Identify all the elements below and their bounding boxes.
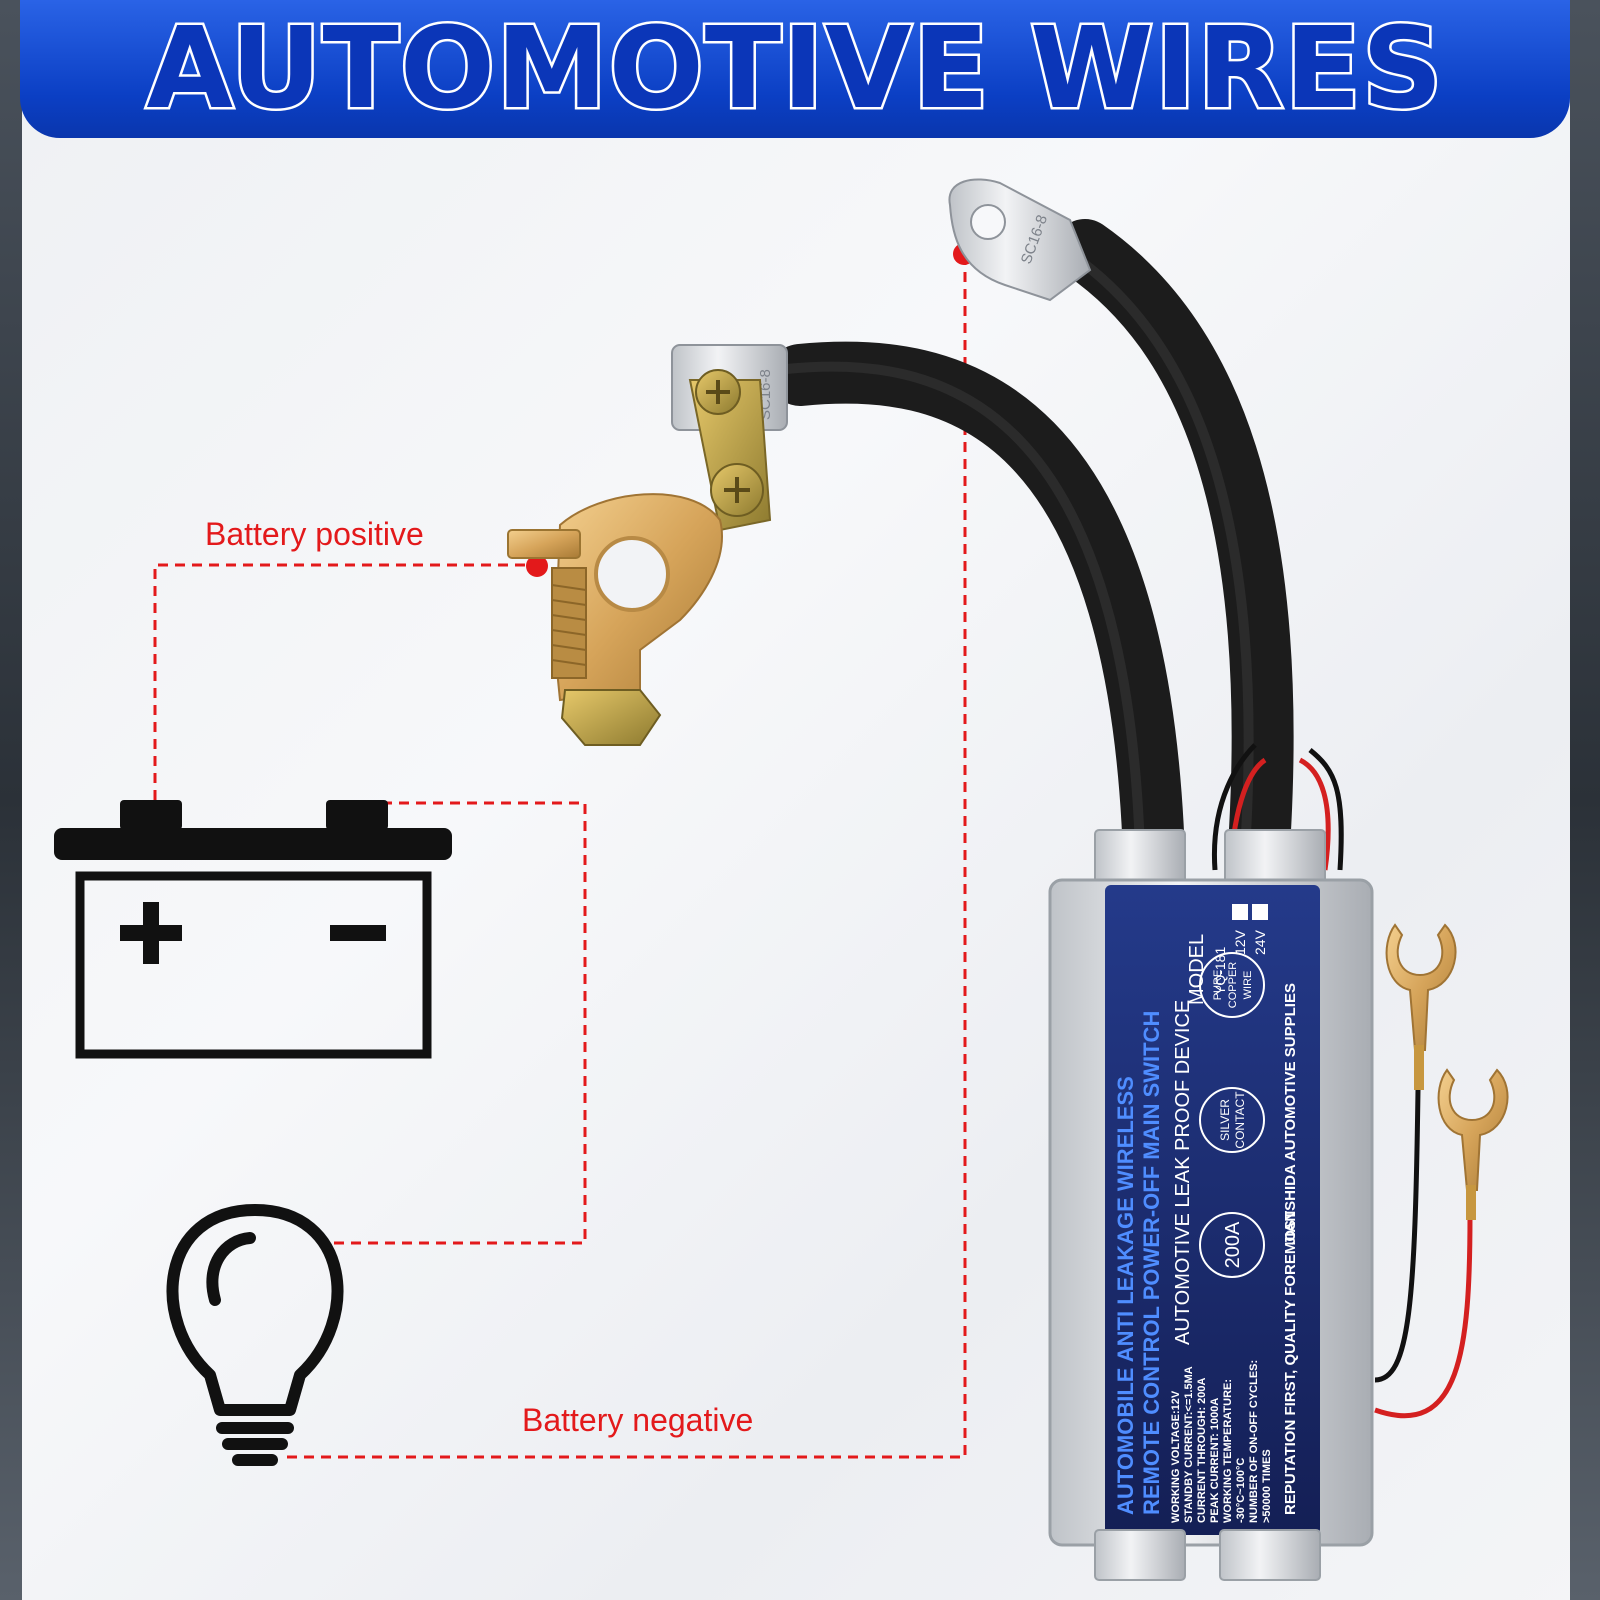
left-background-strip <box>0 0 22 1600</box>
device-title-line-2: REMOTE CONTROL POWER-OFF MAIN SWITCH <box>1139 1011 1164 1515</box>
right-background-strip <box>1570 0 1600 1600</box>
spec-line-4: PEAK CURRENT: 1000A <box>1209 1398 1221 1523</box>
model-number: YQ-181 <box>1212 947 1228 995</box>
badge-copper-text-1: PURE <box>1212 970 1224 1001</box>
spec-line-2: STANDBY CURRENT:<=1.5MA <box>1183 1366 1195 1523</box>
device-title-line-1: AUTOMOBILE ANTI LEAKAGE WIRELESS <box>1113 1076 1138 1515</box>
battery-negative-label: Battery negative <box>522 1402 754 1438</box>
spec-line-6: -30°C~100°C <box>1235 1458 1247 1523</box>
spec-line-8: >50000 TIMES <box>1261 1449 1273 1523</box>
badge-copper-text-2: COPPER <box>1227 962 1239 1009</box>
banner-title: AUTOMOTIVE WIRES <box>144 2 1445 137</box>
badge-silver-text-2: CONTACT <box>1233 1091 1247 1149</box>
spec-line-1: WORKING VOLTAGE:12V <box>1170 1390 1182 1523</box>
device-slogan: REPUTATION FIRST, QUALITY FOREMOST <box>1282 1211 1299 1515</box>
badge-copper-text-3: WIRE <box>1242 971 1254 1000</box>
positive-line <box>153 563 535 800</box>
voltage-option-24v: 24V <box>1252 929 1268 955</box>
model-heading: MODEL <box>1186 934 1208 1005</box>
voltage-checkbox-12v <box>1232 904 1248 920</box>
badge-pure-copper <box>1199 952 1265 1018</box>
title-banner: AUTOMOTIVE WIRES <box>20 0 1570 138</box>
switch-device: AUTOMOBILE ANTI LEAKAGE WIRELESS REMOTE … <box>1048 829 1374 1581</box>
voltage-checkbox-24v <box>1252 904 1268 920</box>
negative-line <box>280 255 967 1459</box>
badge-silver-text-1: SILVER <box>1218 1099 1232 1141</box>
badge-silver-contact <box>1199 1087 1265 1153</box>
battery-icon <box>54 800 452 1059</box>
badge-200a-text: 200A <box>1222 1221 1244 1268</box>
positive-connection-dot <box>526 555 548 577</box>
spec-line-3: CURRENT THROUGH: 200A <box>1196 1377 1208 1523</box>
ring-terminal-icon: SC16-8 <box>948 178 1092 302</box>
spec-list: WORKING VOLTAGE:12V STANDBY CURRENT:<=1.… <box>1170 1360 1273 1523</box>
spec-line-5: WORKING TEMPERATURE: <box>1222 1379 1234 1523</box>
battery-positive-label: Battery positive <box>205 516 424 552</box>
lamp-line <box>330 801 587 1245</box>
device-subtitle: AUTOMOTIVE LEAK PROOF DEVICE <box>1172 1000 1194 1345</box>
voltage-option-12v: 12V <box>1232 929 1248 955</box>
device-brand: JIANSHIDA AUTOMOTIVE SUPPLIES <box>1282 983 1299 1245</box>
battery-clamp-icon: SC16-8 <box>507 344 788 746</box>
fork-terminal-icon <box>1385 923 1509 1220</box>
light-bulb-icon <box>166 1204 344 1466</box>
control-wires <box>1211 743 1473 1419</box>
spec-line-7: NUMBER OF ON-OFF CYCLES: <box>1248 1360 1260 1523</box>
power-cables <box>769 219 1294 931</box>
badge-200a <box>1199 1212 1265 1278</box>
connection-lines <box>153 255 967 1459</box>
